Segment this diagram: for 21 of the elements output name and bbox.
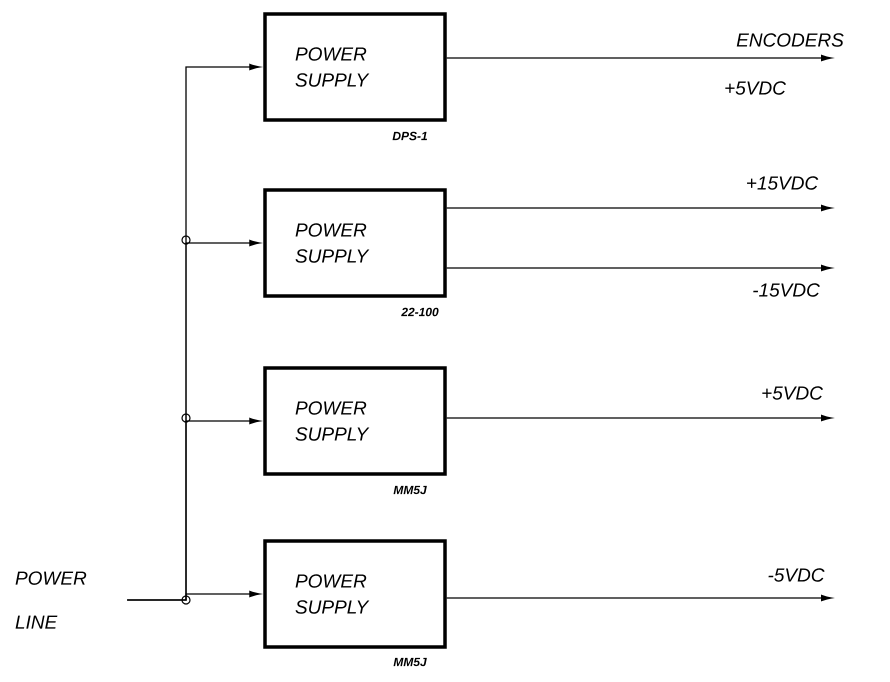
voltage-label: +5VDC (725, 81, 786, 95)
voltage-label: -5VDC (768, 568, 825, 582)
power-supply-box: POWER SUPPLY (263, 539, 447, 649)
model-number: MM5J (394, 486, 427, 494)
arrow (127, 590, 260, 601)
arrow (446, 264, 832, 272)
power-supply-box: POWER SUPPLY (263, 188, 447, 298)
power-supply-box: POWER SUPPLY (263, 366, 447, 476)
model-number: DPS-1 (392, 132, 428, 140)
voltage-label: +15VDC (747, 176, 818, 190)
model-number: 22-100 (401, 308, 439, 316)
arrow (446, 414, 832, 422)
voltage-label: +5VDC (762, 386, 823, 400)
power-supply-box: POWER SUPPLY (263, 12, 447, 122)
voltage-label: ENCODERS (736, 33, 844, 47)
input-label: POWER LINE (16, 571, 86, 629)
arrow (446, 204, 832, 212)
arrow (446, 594, 832, 602)
model-number: MM5J (394, 658, 427, 666)
arrow (446, 54, 832, 62)
voltage-label: -15VDC (753, 283, 820, 297)
